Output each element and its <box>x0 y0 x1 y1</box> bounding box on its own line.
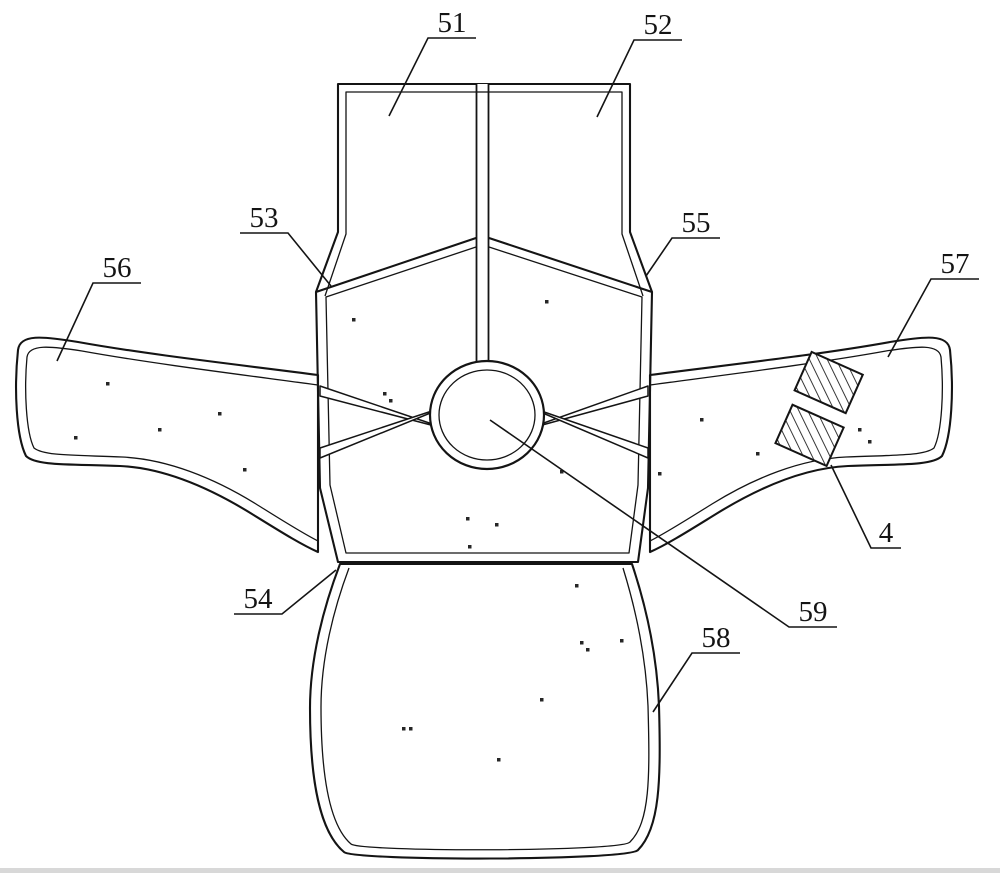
leader-line-52 <box>596 39 682 118</box>
label-57: 57 <box>887 248 979 358</box>
label-53-text: 53 <box>250 202 279 234</box>
scan-edge-artifact <box>0 868 1000 873</box>
left-wing-inner-line <box>25 346 319 542</box>
center-opening <box>428 359 546 471</box>
bottom-flap-inner-line <box>320 567 650 851</box>
label-54-text: 54 <box>244 583 274 615</box>
left-lower-strap <box>319 404 451 459</box>
label-54: 54 <box>234 569 337 615</box>
label-57-text: 57 <box>941 248 970 280</box>
buckle-lower <box>774 403 845 468</box>
right-wing <box>648 336 953 554</box>
leader-line-57 <box>887 278 979 358</box>
label-59-text: 59 <box>799 596 828 628</box>
label-51: 51 <box>388 7 476 117</box>
label-4-text: 4 <box>879 517 894 549</box>
strap-laces <box>319 385 649 459</box>
leader-line-51 <box>388 37 476 117</box>
label-51-text: 51 <box>438 7 467 39</box>
buckle <box>774 350 865 468</box>
label-56: 56 <box>56 252 141 362</box>
leader-line-58 <box>652 652 740 713</box>
stitch-dots <box>74 300 872 762</box>
label-52-text: 52 <box>644 9 673 41</box>
label-58-text: 58 <box>702 622 731 654</box>
label-4: 4 <box>830 464 901 549</box>
label-53: 53 <box>240 202 332 287</box>
label-58: 58 <box>652 622 740 713</box>
leader-line-54 <box>234 569 337 615</box>
label-52: 52 <box>596 9 682 118</box>
buckle-upper <box>793 350 865 415</box>
right-lower-strap <box>523 404 649 459</box>
bottom-flap <box>308 562 661 860</box>
leader-line-55 <box>645 237 720 277</box>
labels: 51 52 53 55 56 57 4 54 <box>56 7 979 713</box>
leader-line-53 <box>240 232 332 287</box>
label-59: 59 <box>489 419 837 628</box>
leader-line-56 <box>56 282 141 362</box>
label-56-text: 56 <box>103 252 132 284</box>
leader-line-59 <box>489 419 837 628</box>
label-55: 55 <box>645 207 720 277</box>
center-seam <box>475 84 490 370</box>
leader-line-4 <box>830 464 901 549</box>
left-wing <box>15 336 320 554</box>
label-55-text: 55 <box>682 207 711 239</box>
